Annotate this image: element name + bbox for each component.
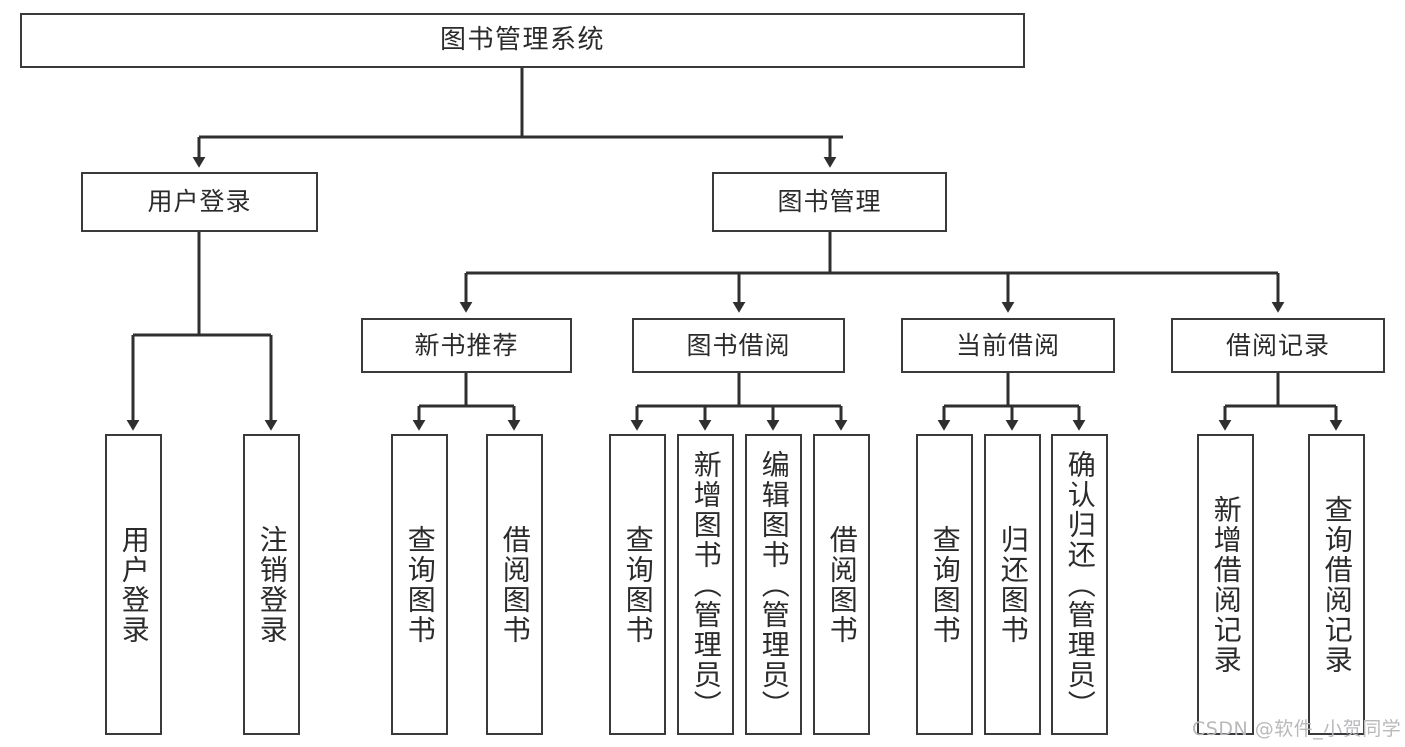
- leaf-logout[interactable]: 注销登录: [243, 434, 300, 735]
- node-borrow-record[interactable]: 借阅记录: [1171, 318, 1385, 373]
- node-label: 新增借阅记录: [1209, 494, 1243, 675]
- node-label: 查询图书: [928, 524, 962, 645]
- leaf-user-login[interactable]: 用户登录: [105, 434, 162, 735]
- node-current-borrow[interactable]: 当前借阅: [901, 318, 1115, 373]
- node-label: 查询借阅记录: [1320, 494, 1354, 675]
- leaf-return-book[interactable]: 归还图书: [984, 434, 1041, 735]
- node-label: 借阅图书: [498, 524, 532, 645]
- leaf-query-book-borrow[interactable]: 查询图书: [609, 434, 666, 735]
- node-label: 确认归还（管理员）: [1063, 449, 1097, 720]
- node-label: 新增图书（管理员）: [689, 449, 723, 720]
- node-label: 图书借阅: [686, 330, 791, 360]
- node-label: 借阅记录: [1225, 330, 1330, 360]
- node-label: 当前借阅: [955, 330, 1060, 360]
- leaf-borrow-book[interactable]: 借阅图书: [813, 434, 870, 735]
- leaf-borrow-book-recommend[interactable]: 借阅图书: [486, 434, 543, 735]
- csdn-watermark: CSDN @软件_小贺同学: [1192, 718, 1402, 740]
- node-label: 归还图书: [996, 524, 1030, 645]
- node-book-borrow[interactable]: 图书借阅: [632, 318, 845, 373]
- leaf-query-book-current[interactable]: 查询图书: [916, 434, 973, 735]
- node-label: 用户登录: [147, 187, 252, 217]
- leaf-edit-book-admin[interactable]: 编辑图书（管理员）: [745, 434, 802, 735]
- node-label: 查询图书: [403, 524, 437, 645]
- node-label: 新书推荐: [414, 330, 519, 360]
- node-label: 借阅图书: [825, 524, 859, 645]
- node-user-login[interactable]: 用户登录: [81, 172, 318, 232]
- node-label: 编辑图书（管理员）: [757, 449, 791, 720]
- leaf-query-borrow-record[interactable]: 查询借阅记录: [1308, 434, 1365, 735]
- node-label: 用户登录: [117, 524, 151, 645]
- node-label: 图书管理: [777, 187, 882, 217]
- node-label: 查询图书: [621, 524, 655, 645]
- node-new-book-recommend[interactable]: 新书推荐: [361, 318, 572, 373]
- node-label: 注销登录: [255, 524, 289, 645]
- leaf-add-book-admin[interactable]: 新增图书（管理员）: [677, 434, 734, 735]
- node-root-book-management-system[interactable]: 图书管理系统: [20, 13, 1025, 68]
- node-label: 图书管理系统: [439, 25, 605, 56]
- leaf-query-book-recommend[interactable]: 查询图书: [391, 434, 448, 735]
- leaf-add-borrow-record[interactable]: 新增借阅记录: [1197, 434, 1254, 735]
- leaf-confirm-return-admin[interactable]: 确认归还（管理员）: [1051, 434, 1108, 735]
- node-book-management[interactable]: 图书管理: [712, 172, 947, 232]
